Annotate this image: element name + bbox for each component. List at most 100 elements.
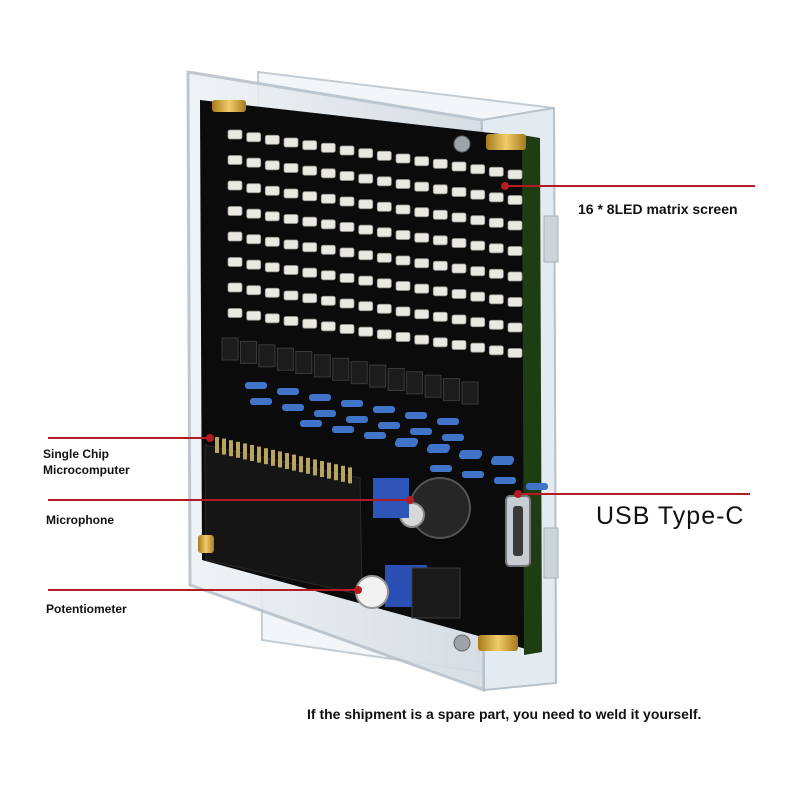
header-pin	[264, 448, 268, 465]
led	[507, 169, 523, 180]
small-ic	[411, 567, 461, 619]
led	[358, 275, 374, 286]
led	[339, 273, 355, 283]
led	[507, 220, 523, 231]
standoff-screw	[453, 634, 471, 652]
led	[432, 209, 448, 220]
led	[470, 240, 486, 251]
resistor	[341, 400, 363, 407]
led	[227, 155, 243, 165]
led	[451, 238, 467, 248]
label-single-chip-microcomputer: Single Chip Microcomputer	[43, 446, 130, 478]
footer-note: If the shipment is a spare part, you nee…	[307, 706, 702, 722]
led	[246, 132, 262, 143]
led	[227, 206, 243, 216]
led	[283, 137, 299, 148]
transistor	[424, 374, 442, 398]
led	[302, 140, 318, 151]
led	[246, 310, 262, 321]
led	[283, 265, 299, 275]
led	[488, 345, 504, 356]
header-pin	[327, 462, 331, 479]
led	[264, 287, 280, 298]
led	[414, 283, 430, 294]
header-pin	[222, 438, 226, 455]
led	[470, 342, 486, 353]
transistor	[369, 364, 387, 388]
led	[376, 227, 392, 238]
label-chip-line1: Single Chip	[43, 447, 109, 461]
led	[470, 291, 486, 302]
header-pin	[250, 445, 254, 461]
led	[488, 192, 504, 203]
resistor	[250, 398, 272, 405]
transistor	[387, 368, 405, 391]
led	[451, 289, 467, 299]
led	[264, 236, 280, 247]
led	[488, 319, 504, 330]
led	[451, 187, 467, 197]
led	[451, 340, 467, 350]
led	[376, 329, 392, 340]
led	[414, 309, 430, 320]
resistor	[309, 394, 331, 401]
resistor	[442, 434, 464, 441]
led	[507, 348, 523, 358]
resistor	[491, 458, 513, 465]
transistor	[461, 381, 479, 405]
resistor	[410, 428, 432, 435]
led	[264, 185, 280, 196]
led	[339, 324, 355, 334]
resistor	[526, 483, 548, 490]
led	[488, 166, 504, 177]
resistor	[459, 452, 481, 459]
led	[470, 189, 486, 200]
led	[358, 148, 374, 159]
resistor	[430, 465, 452, 472]
callout-dot-microphone	[406, 496, 414, 504]
header-pin	[292, 454, 296, 471]
led	[283, 188, 299, 199]
led	[283, 214, 299, 224]
callout-dot-usb	[514, 490, 522, 498]
standoff-screw	[453, 135, 471, 153]
led	[395, 204, 411, 215]
led	[358, 173, 374, 184]
resistor	[282, 404, 304, 411]
led	[339, 145, 355, 156]
led	[470, 317, 486, 328]
label-chip-line2: Microcomputer	[43, 463, 130, 477]
led	[264, 160, 280, 171]
header-pin	[334, 464, 338, 481]
led	[302, 318, 318, 329]
led	[432, 311, 448, 322]
resistor	[378, 422, 400, 429]
header-pin	[236, 441, 240, 458]
led	[432, 260, 448, 271]
led	[302, 242, 318, 253]
led	[246, 234, 262, 245]
led	[302, 191, 318, 202]
led	[376, 150, 392, 161]
brass-standoff	[478, 635, 518, 651]
resistor-array	[245, 382, 548, 490]
header-pin	[257, 446, 261, 463]
led	[320, 321, 336, 332]
led	[432, 337, 448, 348]
led	[414, 156, 430, 167]
led	[283, 239, 299, 250]
led	[339, 298, 355, 309]
led-matrix	[227, 129, 523, 358]
led	[246, 259, 262, 270]
header-pin	[320, 461, 324, 477]
led	[376, 201, 392, 212]
led	[339, 171, 355, 181]
led	[376, 176, 392, 187]
resistor	[395, 440, 417, 447]
led	[246, 157, 262, 168]
transistor	[276, 347, 294, 371]
transistor	[443, 378, 460, 402]
resistor	[462, 471, 484, 478]
